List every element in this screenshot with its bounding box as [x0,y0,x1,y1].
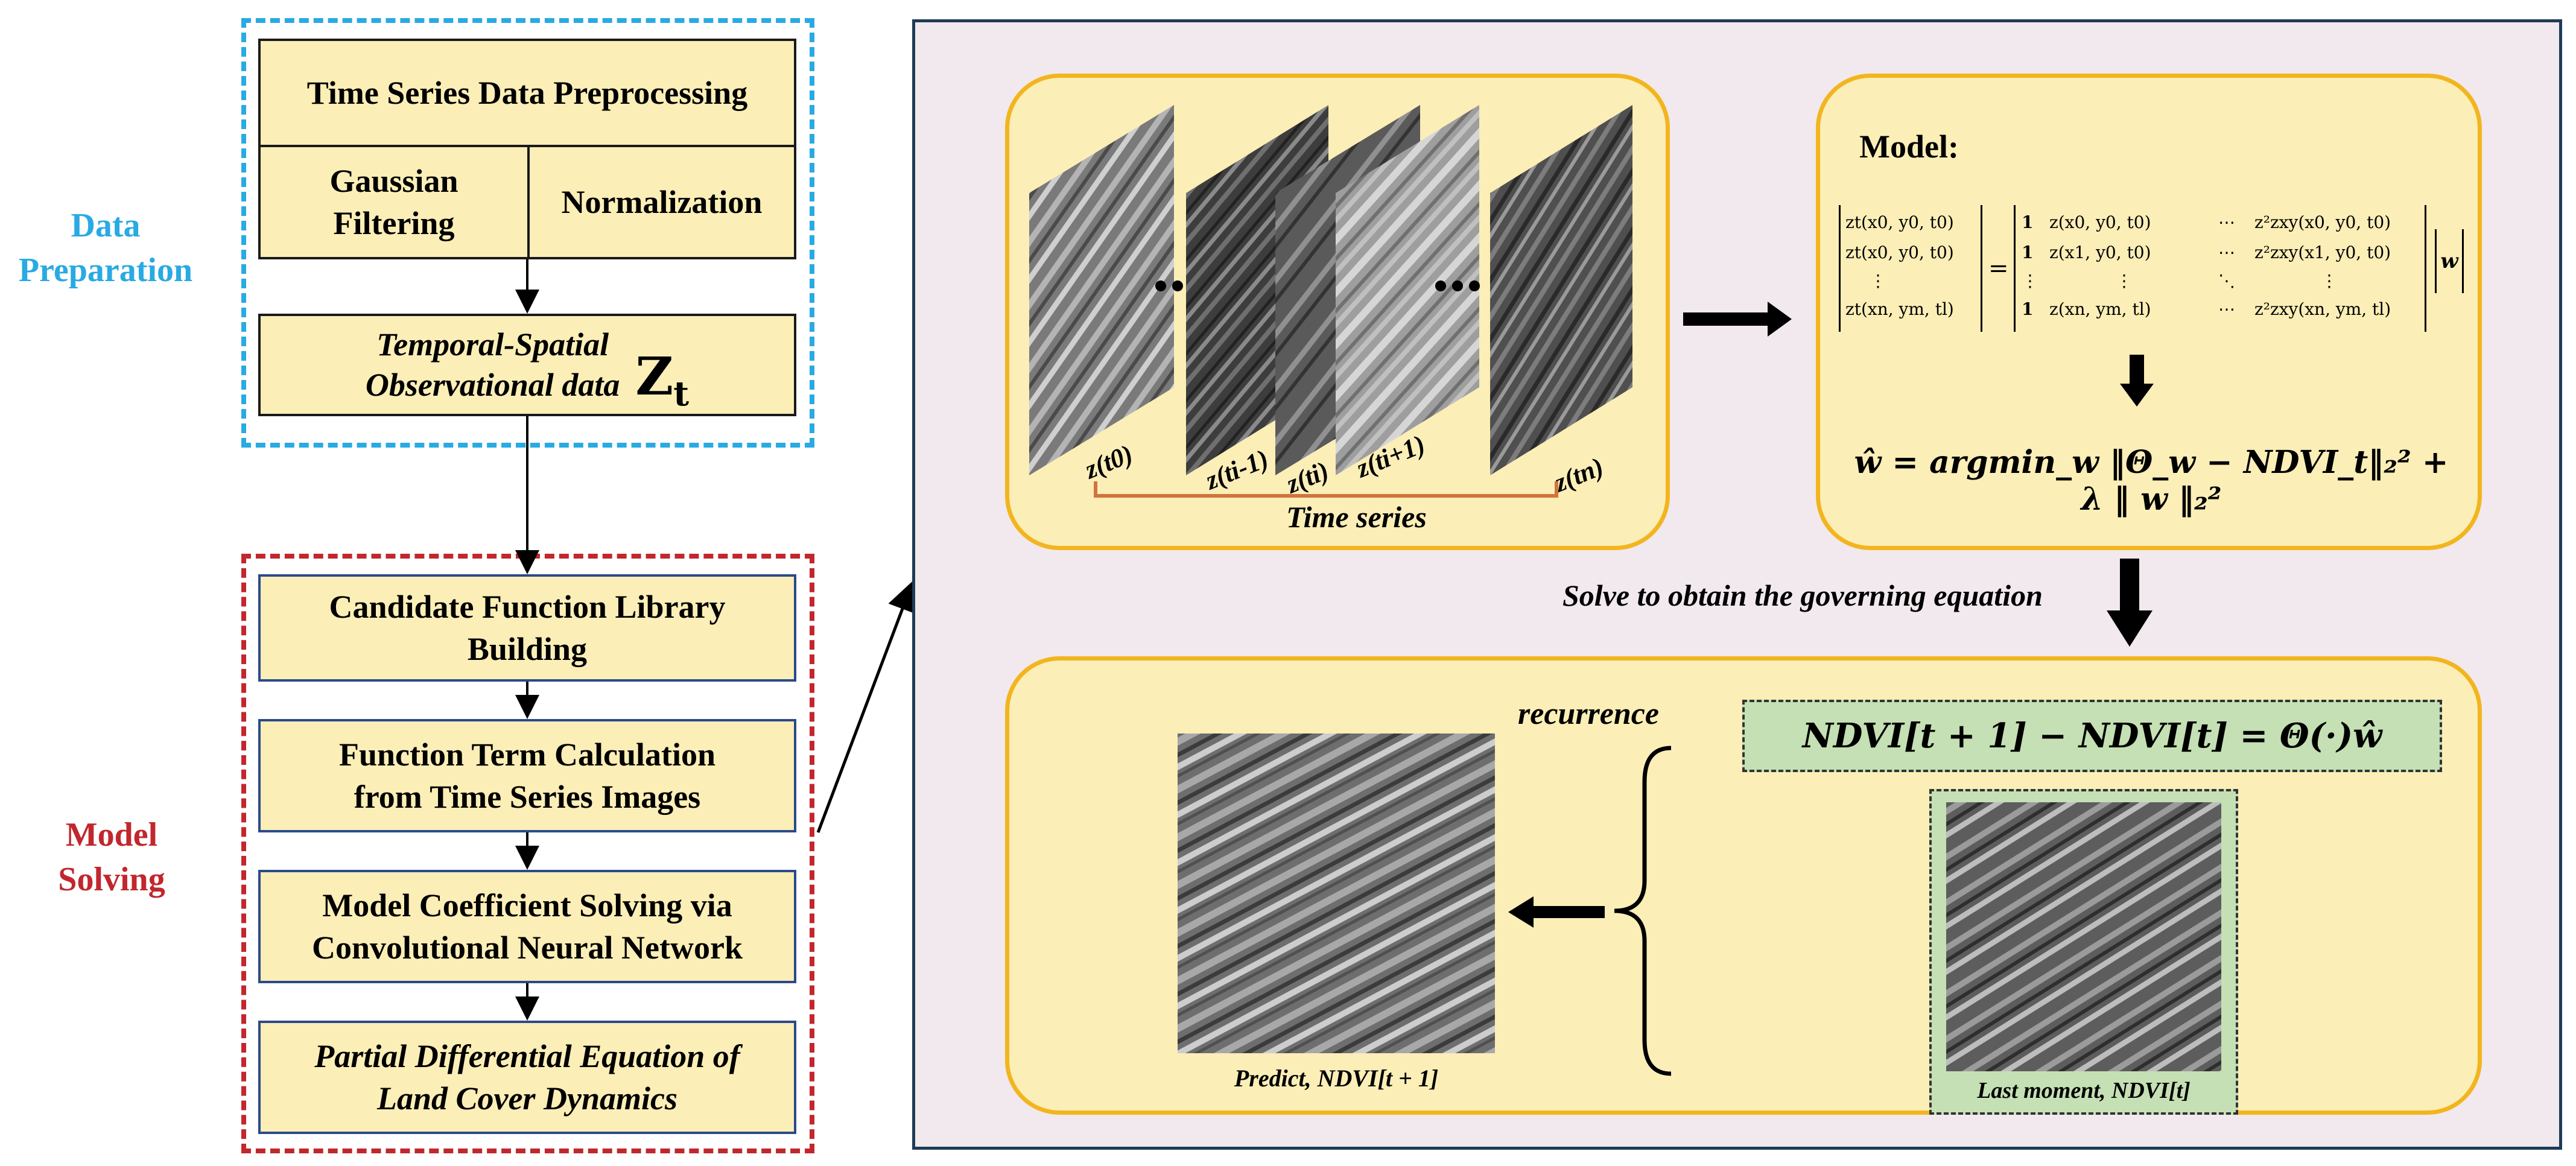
normalization-label: Normalization [561,183,763,220]
frame-image-t0 [1029,105,1174,475]
arrow-to-model [1683,302,1792,337]
gaussian-filtering-label: Gaussian Filtering [329,162,458,241]
model-title: Model: [1859,128,1959,165]
normalization-box: Normalization [527,145,796,259]
recurrence-equation-box: NDVI[t + 1] − NDVI[t] = Θ(·)ŵ [1742,700,2442,772]
time-series-bracket [1094,481,1558,498]
observational-data-box: Temporal-Spatial Observational data Zt [258,314,796,416]
recurrence-label: recurrence [1518,697,1659,731]
term-calculation-box: Function Term Calculation from Time Seri… [258,719,796,832]
time-series-caption: Time series [1286,500,1427,534]
z-t-symbol: Zt [635,346,690,414]
model-solving-label: Model Solving [58,816,165,898]
predict-caption: Predict, NDVI[t + 1] [1234,1065,1439,1092]
predict-image [1178,734,1495,1053]
lhs-vector: zt(x0, y0, t0) zt(x0, y0, t0) ⋮ zt(xn, y… [1839,205,1982,332]
last-moment-image [1946,802,2221,1071]
arrow-to-detail-panel [816,580,917,833]
w-vector: w [2435,229,2464,293]
pde-label: Partial Differential Equation of Land Co… [314,1038,740,1117]
preprocessing-title: Time Series Data Preprocessing [306,74,748,111]
time-series-stack: z(t0) z(ti-1) z(ti) z(ti+1) z(tn) Time s… [1029,105,1632,534]
frame-image-ti+1 [1336,105,1479,475]
library-building-label: Candidate Function Library Building [329,588,726,667]
library-building-box: Candidate Function Library Building [258,574,796,682]
gaussian-filtering-box: Gaussian Filtering [258,145,530,259]
label-t0: z(t0) [1080,439,1137,485]
pde-box: Partial Differential Equation of Land Co… [258,1021,796,1134]
solve-text: Solve to obtain the governing equation [1562,578,2043,612]
observational-data-label: Temporal-Spatial Observational data [365,326,620,404]
frame-image-tn [1490,105,1632,475]
model-equation: zt(x0, y0, t0) zt(x0, y0, t0) ⋮ zt(xn, y… [1839,205,2466,332]
curly-brace [1614,746,1672,1076]
term-calculation-label: Function Term Calculation from Time Seri… [338,736,716,815]
arrow-model-down [2120,355,2154,407]
arrow-solve-down [2107,559,2152,647]
model-panel [1816,74,2482,550]
arrow-predict-left [1508,896,1605,928]
last-moment-caption: Last moment, NDVI[t] [1977,1078,2191,1103]
preprocessing-box: Time Series Data Preprocessing [258,39,796,147]
objective-equation: ŵ = argmin_w ‖Θ_w − NDVI_t‖₂² + λ ‖ w ‖₂… [1854,444,2449,518]
library-matrix: 1 z(x0, y0, t0) ⋯ z²zxy(x0, y0, t0) 1 z(… [2014,205,2426,332]
recurrence-equation: NDVI[t + 1] − NDVI[t] = Θ(·)ŵ [1802,716,2382,756]
coefficient-solving-label: Model Coefficient Solving via Convolutio… [312,887,743,966]
data-preparation-label: Data Preparation [18,207,193,289]
coefficient-solving-box: Model Coefficient Solving via Convolutio… [258,870,796,983]
